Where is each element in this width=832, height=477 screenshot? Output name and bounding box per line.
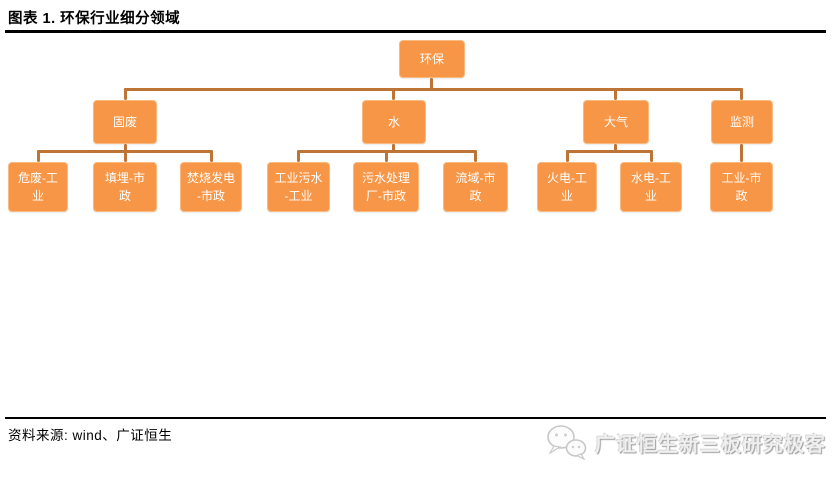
node-monitoring: 监测: [711, 100, 773, 144]
source-note: 资料来源: wind、广证恒生: [8, 428, 173, 443]
connector-child-drop: [297, 150, 300, 162]
connector-child-drop: [124, 150, 127, 162]
connector-child-drop: [474, 150, 477, 162]
org-chart: 环保 固废 水 大气 监测 危废-工 业 填埋-市 政 焚烧发电 -市政 工业污…: [8, 40, 773, 212]
connector-l2-drop: [740, 88, 743, 100]
node-thermal-power-industrial: 火电-工 业: [537, 162, 597, 212]
figure-title: 图表 1. 环保行业细分领域: [8, 11, 181, 27]
node-water: 水: [362, 100, 426, 144]
connector-child-drop: [740, 144, 743, 162]
node-industrial-sewage-industrial: 工业污水 -工业: [267, 162, 330, 212]
node-industrial-municipal: 工业-市 政: [710, 162, 773, 212]
node-sewage-plant-municipal: 污水处理 厂-市政: [353, 162, 419, 212]
wechat-bubbles-icon: [547, 425, 587, 460]
node-river-basin-municipal: 流域-市 政: [443, 162, 508, 212]
connector-child-drop: [37, 150, 40, 162]
node-hydro-power-industrial: 水电-工 业: [620, 162, 682, 212]
connector-root-drop: [430, 78, 433, 91]
node-hazardous-waste-industrial: 危废-工 业: [8, 162, 68, 212]
connector-child-drop: [210, 150, 213, 162]
node-root: 环保: [399, 40, 465, 78]
title-divider: [5, 30, 826, 33]
connector-branch-drop: [124, 144, 127, 152]
connector-child-drop: [385, 150, 388, 162]
node-landfill-municipal: 填埋-市 政: [93, 162, 157, 212]
connector-branch-drop: [392, 144, 395, 152]
connector-branch-horizontal: [566, 150, 653, 153]
node-atmosphere: 大气: [583, 100, 649, 144]
brand-watermark: 广证恒生新三板研究极客: [546, 424, 826, 460]
footer-divider: [5, 417, 826, 419]
connector-l2-drop: [614, 88, 617, 100]
connector-child-drop: [566, 150, 569, 162]
connector-l2-drop: [392, 88, 395, 100]
watermark-text: 广证恒生新三板研究极客: [595, 433, 826, 456]
connector-top-horizontal: [124, 88, 743, 91]
connector-branch-drop: [614, 144, 617, 152]
connector-child-drop: [650, 150, 653, 162]
node-solid-waste: 固废: [93, 100, 157, 144]
node-incineration-power-municipal: 焚烧发电 -市政: [180, 162, 242, 212]
connector-l2-drop: [124, 88, 127, 100]
